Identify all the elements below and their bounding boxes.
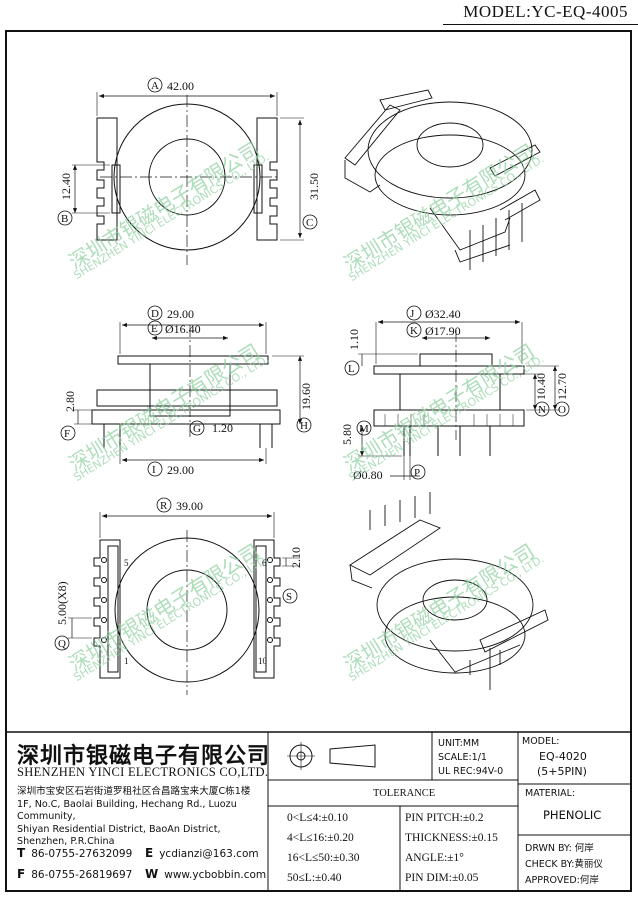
svg-text:N: N <box>538 404 546 416</box>
dim-p: Ø0.80 <box>353 468 383 482</box>
dim-f: 2.80 <box>63 391 77 412</box>
address-line: Shenzhen, P.R.China <box>17 836 115 847</box>
company-address: 深圳市宝安区石岩街道罗租社区合昌路宝来大厦C栋1楼 1F, No.C, Baol… <box>17 786 287 849</box>
dim-c: 31.50 <box>307 173 321 200</box>
title-block-grid <box>5 731 632 892</box>
pin-tolerance-row: THICKNESS:±0.15 <box>405 832 498 844</box>
svg-text:J: J <box>410 308 415 320</box>
svg-text:F: F <box>64 428 70 440</box>
ul-rec: UL REC:94V-0 <box>438 766 504 777</box>
svg-text:O: O <box>558 404 566 416</box>
svg-text:S: S <box>286 591 292 603</box>
address-line: 1F, No.C, Baolai Building, Hechang Rd., … <box>17 798 237 823</box>
svg-text:D: D <box>151 308 159 320</box>
pin-1: 1 <box>124 656 129 666</box>
dim-d: 29.00 <box>167 307 194 321</box>
unit: UNIT:MM <box>438 738 480 749</box>
svg-text:B: B <box>61 213 68 225</box>
dim-r: 39.00 <box>176 499 203 513</box>
svg-text:G: G <box>193 423 201 435</box>
svg-text:K: K <box>410 325 418 337</box>
svg-text:M: M <box>359 423 369 435</box>
model-pins: (5+5PIN) <box>537 765 587 778</box>
pin-tolerance-row: PIN PITCH:±0.2 <box>405 812 484 824</box>
dim-n: 10.40 <box>534 373 548 400</box>
iso-view-top <box>344 89 541 270</box>
pin-5: 5 <box>124 558 129 568</box>
company-name-en: SHENZHEN YINCI ELECTRONICS CO,LTD. <box>17 765 269 779</box>
pin-tolerance-row: ANGLE:±1° <box>405 852 464 864</box>
dim-h: 19.60 <box>299 383 313 410</box>
bottom-view: 5 1 6 10 R 39.00 5.00(X8) Q 2.10 S <box>54 497 303 695</box>
dim-a: 42.00 <box>167 79 194 93</box>
dim-g: 1.20 <box>212 421 233 435</box>
tolerance-row: 4<L≤16:±0.20 <box>287 832 354 844</box>
company-name-cn: 深圳市银磁电子有限公司 <box>17 744 271 769</box>
svg-text:L: L <box>348 363 355 375</box>
checked-by: CHECK BY:黄丽仪 <box>525 859 603 870</box>
tolerance-row: 0<L≤4:±0.10 <box>287 812 348 824</box>
dim-q: 5.00(X8) <box>55 581 69 625</box>
model-header: MODEL:YC-EQ-4005 <box>443 2 638 25</box>
dim-j: Ø32.40 <box>425 307 461 321</box>
svg-text:A: A <box>151 80 159 92</box>
address-line: Shiyan Residential District, BaoAn Distr… <box>17 823 221 835</box>
front-view: D 29.00 E Ø16.40 2.80 F G 1.20 19.60 H I… <box>60 305 313 477</box>
side-view: J Ø32.40 K Ø17.90 1.10 L 5.80 M 10.40 12… <box>340 305 570 482</box>
svg-text:R: R <box>160 500 168 512</box>
dim-i: 29.00 <box>167 463 194 477</box>
title-block: 深圳市银磁电子有限公司 SHENZHEN YINCI ELECTRONICS C… <box>5 732 632 892</box>
tolerance-row: 16<L≤50:±0.30 <box>287 852 360 864</box>
svg-text:I: I <box>152 464 156 476</box>
scale: SCALE:1/1 <box>438 752 487 763</box>
pin-tolerance-row: PIN DIM:±0.05 <box>405 872 479 884</box>
dim-k: Ø17.90 <box>425 324 461 338</box>
dim-e: Ø16.40 <box>165 322 201 336</box>
svg-text:E: E <box>151 323 158 335</box>
svg-text:P: P <box>414 467 420 479</box>
material-label: MATERIAL: <box>525 788 576 799</box>
svg-text:Q: Q <box>58 638 66 650</box>
approved-by: APPROVED:何岸 <box>525 875 599 886</box>
svg-text:H: H <box>300 420 308 432</box>
pin-6: 6 <box>262 558 267 568</box>
svg-text:C: C <box>306 217 313 229</box>
material-value: PHENOLIC <box>543 808 602 822</box>
pin-10: 10 <box>258 656 268 666</box>
dim-m: 5.80 <box>340 424 354 445</box>
address-line: 深圳市宝安区石岩街道罗租社区合昌路宝来大厦C栋1楼 <box>17 786 251 797</box>
drawn-by: DRWN BY: 何岸 <box>525 843 594 854</box>
top-view: A 42.00 12.40 B 31.50 C <box>57 77 321 265</box>
dim-l: 1.10 <box>347 329 361 350</box>
tolerance-title: TOLERANCE <box>373 788 436 799</box>
model-label: MODEL: <box>522 736 560 747</box>
model-value: EQ-4020 <box>539 750 587 763</box>
dim-s: 2.10 <box>289 547 303 568</box>
iso-view-bottom <box>349 492 549 690</box>
dim-o: 12.70 <box>555 373 569 400</box>
drawing-frame <box>5 30 632 892</box>
tolerance-row: 50≤L:±0.40 <box>287 872 342 884</box>
dim-b: 12.40 <box>59 173 73 200</box>
